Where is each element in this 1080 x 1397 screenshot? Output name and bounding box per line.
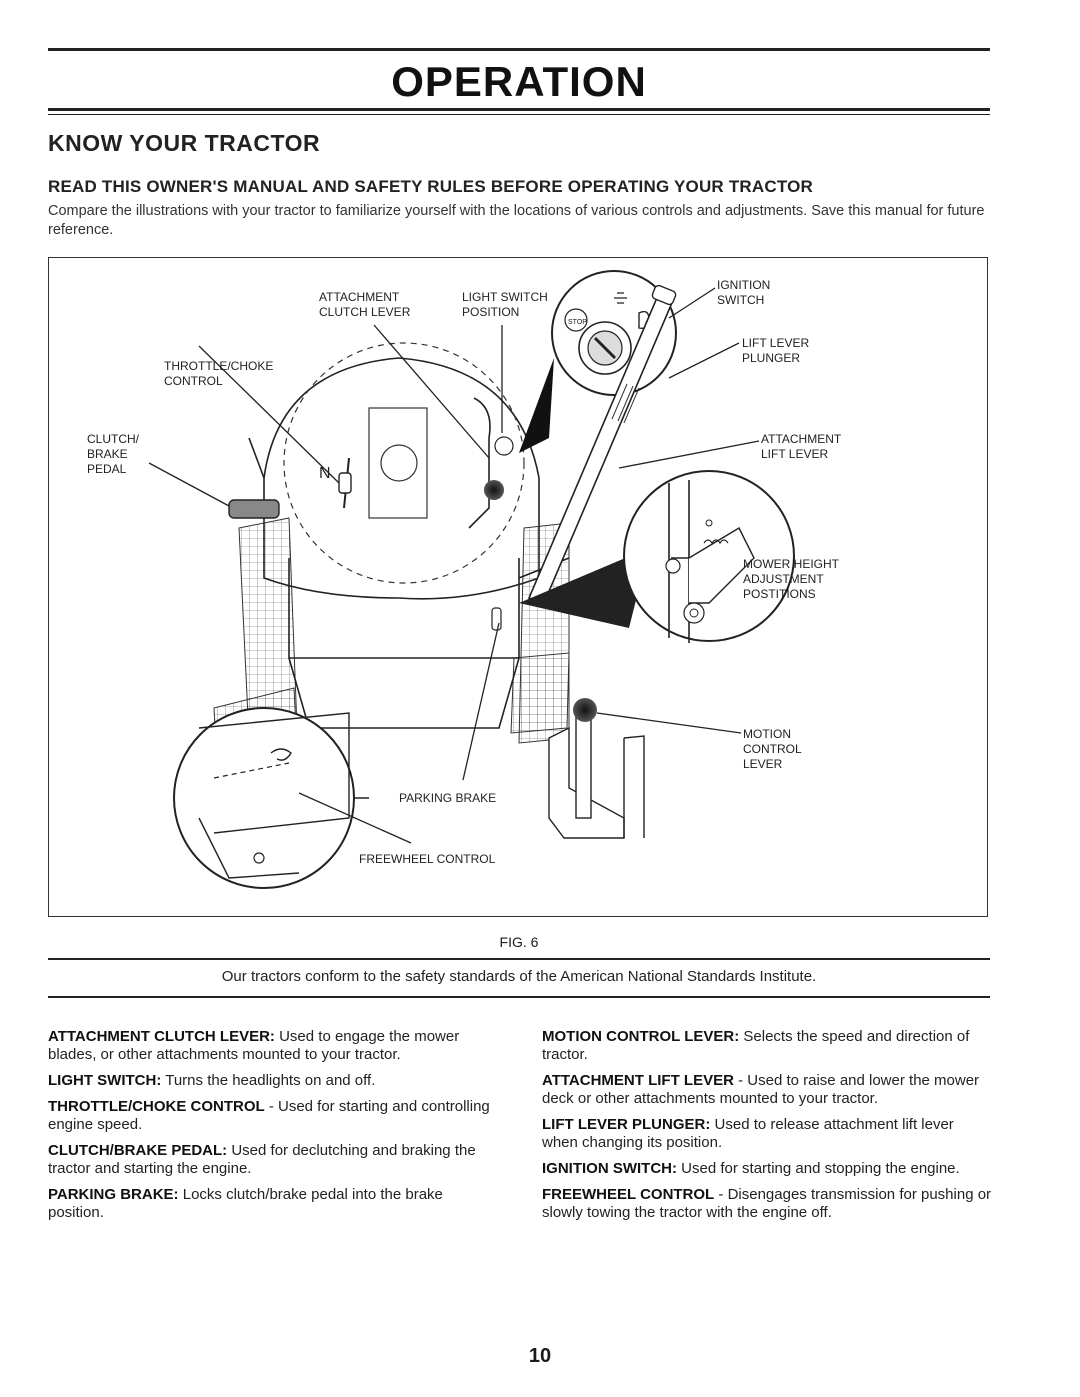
caption-rule-top <box>48 958 990 960</box>
headlight-icon <box>614 292 627 304</box>
desc-attachment-clutch: ATTACHMENT CLUTCH LEVER: Used to engage … <box>48 1028 460 1063</box>
fuel-gauge-circle <box>380 444 418 482</box>
label-throttle-1: THROTTLE/CHOKE <box>164 359 273 373</box>
stop-icon <box>564 308 588 332</box>
label-ignition-1: IGNITION <box>717 278 770 292</box>
clutch-brake-pedal-shape <box>228 499 280 519</box>
svg-text:STOP: STOP <box>568 319 587 326</box>
figure-caption: FIG. 6 <box>499 934 539 950</box>
label-clutch-1: CLUTCH/ <box>87 432 140 446</box>
title-bottom-rule-thin <box>48 114 990 115</box>
neutral-mark: N <box>319 465 331 482</box>
desc-ignition-switch: IGNITION SWITCH: Used for starting and s… <box>542 1160 960 1177</box>
intro-paragraph: Compare the illustrations with your trac… <box>48 203 985 238</box>
label-mower-height-2: ADJUSTMENT <box>743 572 824 586</box>
tractor-controls-diagram: N STOP <box>87 270 842 889</box>
label-mower-height-1: MOWER HEIGHT <box>743 557 840 571</box>
desc-clutch-brake: CLUTCH/BRAKE PEDAL: Used for declutching… <box>48 1142 476 1177</box>
title-bottom-rule <box>48 108 990 111</box>
motion-control-lever <box>548 698 645 839</box>
descriptions-right-column: MOTION CONTROL LEVER: Selects the speed … <box>542 1028 992 1230</box>
light-switch-knob <box>484 480 504 500</box>
label-freewheel: FREEWHEEL CONTROL <box>359 852 496 866</box>
page-title: OPERATION <box>391 58 647 105</box>
label-attachment-lift-2: LIFT LEVER <box>761 447 828 461</box>
descriptions-left-column: ATTACHMENT CLUTCH LEVER: Used to engage … <box>48 1028 498 1230</box>
throttle-knob <box>338 472 352 494</box>
desc-freewheel: FREEWHEEL CONTROL - Disengages transmiss… <box>542 1186 992 1221</box>
desc-light-switch: LIGHT SWITCH: Turns the headlights on an… <box>48 1072 376 1089</box>
light-switch-slot <box>468 397 491 529</box>
label-lift-plunger-1: LIFT LEVER <box>742 336 809 350</box>
label-attachment-lift-1: ATTACHMENT <box>761 432 842 446</box>
label-light-switch-2: POSITION <box>462 305 519 319</box>
label-motion-1: MOTION <box>743 727 791 741</box>
leader-lines <box>148 287 760 844</box>
label-clutch-3: PEDAL <box>87 462 127 476</box>
desc-attachment-lift: ATTACHMENT LIFT LEVER - Used to raise an… <box>542 1072 980 1107</box>
label-attachment-clutch-lever-2: CLUTCH LEVER <box>319 305 411 319</box>
page-number: 10 <box>528 1345 552 1367</box>
label-motion-2: CONTROL <box>743 742 802 756</box>
label-motion-3: LEVER <box>743 757 783 771</box>
label-throttle-2: CONTROL <box>164 374 223 388</box>
caption-rule-bottom <box>48 996 990 998</box>
desc-motion-control: MOTION CONTROL LEVER: Selects the speed … <box>542 1028 970 1063</box>
dash-panel-outline <box>283 342 525 584</box>
mower-height-inset <box>519 470 795 643</box>
desc-throttle-choke: THROTTLE/CHOKE CONTROL - Used for starti… <box>48 1098 490 1133</box>
parking-brake-handle <box>491 607 502 631</box>
desc-lift-plunger: LIFT LEVER PLUNGER: Used to release atta… <box>542 1116 954 1151</box>
section-heading: KNOW YOUR TRACTOR <box>48 130 321 156</box>
figure-6: N STOP <box>48 257 988 917</box>
label-lift-plunger-2: PLUNGER <box>742 351 800 365</box>
label-ignition-2: SWITCH <box>717 293 764 307</box>
label-attachment-clutch-lever-1: ATTACHMENT <box>319 290 400 304</box>
right-footrest-grid <box>510 522 570 744</box>
desc-parking-brake: PARKING BRAKE: Locks clutch/brake pedal … <box>48 1186 443 1221</box>
warning-heading: READ THIS OWNER'S MANUAL AND SAFETY RULE… <box>48 177 814 196</box>
ignition-key-small <box>494 436 514 456</box>
top-rule <box>48 48 990 51</box>
freewheel-inset <box>173 707 355 889</box>
label-parking-brake: PARKING BRAKE <box>399 791 496 805</box>
label-clutch-2: BRAKE <box>87 447 128 461</box>
label-mower-height-3: POSTITIONS <box>743 587 816 601</box>
label-light-switch-1: LIGHT SWITCH <box>462 290 548 304</box>
ansi-statement: Our tractors conform to the safety stand… <box>221 968 817 985</box>
